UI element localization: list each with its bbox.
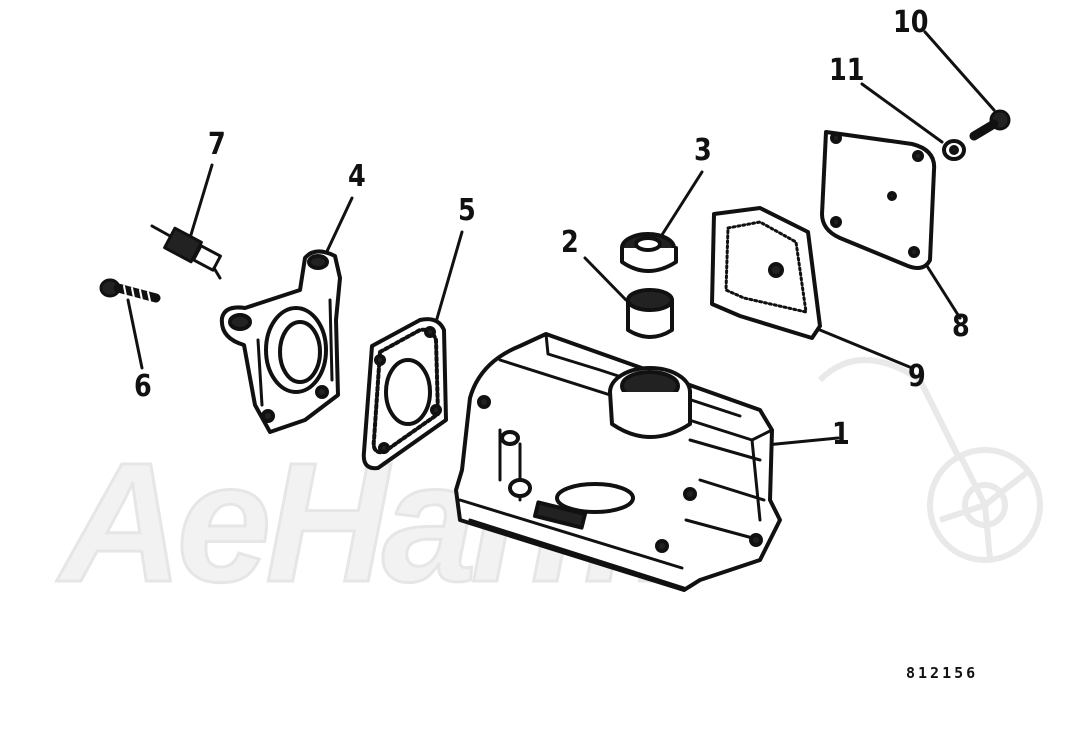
leader-lines: [126, 30, 996, 447]
part-6-bolt: [99, 278, 161, 303]
part-9-cover-gasket: [710, 206, 822, 340]
callout-5: 5: [458, 193, 476, 228]
part-5-gasket: [361, 317, 448, 471]
callout-7: 7: [208, 127, 226, 162]
callout-9: 9: [908, 359, 926, 394]
callout-6: 6: [134, 369, 152, 404]
part-10-screw: [969, 109, 1011, 141]
part-8-cover-plate: [820, 130, 937, 270]
part-4-flange-housing: [219, 249, 342, 434]
part-3-seal: [620, 232, 678, 273]
callout-3: 3: [694, 133, 712, 168]
part-11-washer: [942, 139, 966, 161]
callout-2: 2: [561, 225, 579, 260]
callout-8: 8: [952, 309, 970, 344]
callout-10: 10: [893, 5, 929, 40]
part-2-bushing: [626, 288, 674, 339]
part-1-main-housing: [454, 332, 782, 592]
callout-11: 11: [829, 53, 865, 88]
drawing-number: 812156: [906, 664, 979, 682]
callout-4: 4: [348, 159, 366, 194]
part-7-sensor: [150, 224, 222, 280]
callout-1: 1: [832, 417, 850, 452]
